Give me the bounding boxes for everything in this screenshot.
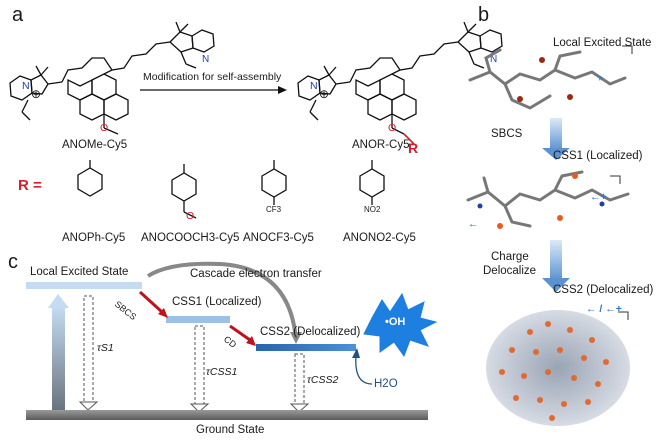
c-oh-label: •OH xyxy=(385,316,406,328)
panel-label-b: b xyxy=(478,4,490,26)
c-css1-label: CSS1 (Localized) xyxy=(172,296,262,308)
molecule-1-model xyxy=(468,48,627,110)
oh-burst xyxy=(363,292,438,358)
right-n-label: N xyxy=(310,80,318,92)
right-molecule-name: ANOR-Cy5 xyxy=(352,139,410,151)
b-css1-minus: ← xyxy=(468,218,479,230)
svg-text:N: N xyxy=(490,54,497,65)
css1-level xyxy=(166,316,230,323)
right-alkoxy-o: O xyxy=(388,122,397,134)
right-n-charge: ⊕ xyxy=(319,87,330,101)
ester-o-label: O xyxy=(186,210,195,222)
local-excited-level xyxy=(26,282,142,289)
b-state-css2: CSS2 (Delocalized) xyxy=(553,284,654,296)
substituent-name-ph: ANOPh-Cy5 xyxy=(62,232,126,244)
substituent-name-cf3: ANOCF3-Cy5 xyxy=(243,232,314,244)
no2-label: NO2 xyxy=(364,205,381,214)
c-tau-css1: τCSS1 xyxy=(206,366,238,378)
left-n-charge: ⊕ xyxy=(31,87,42,101)
reaction-label: Modification for self-assembly xyxy=(143,71,282,83)
b-state-local-excited: Local Excited State xyxy=(553,37,652,49)
left-n-label: N xyxy=(22,80,30,92)
cf3-label: CF3 xyxy=(266,205,282,214)
c-local-excited-label: Local Excited State xyxy=(30,266,129,278)
substituent-name-no2: ANONO2-Cy5 xyxy=(343,232,416,244)
b-state-css1: CSS1 (Localized) xyxy=(553,150,643,162)
b-star-mark: * xyxy=(598,73,604,88)
b-css1-mark: ←+ xyxy=(590,191,607,203)
c-cascade-label: Cascade electron transfer xyxy=(190,268,322,280)
substituent-name-cooch3: ANOCOOCH3-Cy5 xyxy=(141,232,240,244)
c-css2-label: CSS2 (Delocalized) xyxy=(260,326,361,338)
left-methoxy-o: O xyxy=(100,122,109,134)
r-group-label: R xyxy=(408,140,419,156)
panel-label-a: a xyxy=(12,4,24,26)
css2-level xyxy=(256,344,356,351)
b-step-delocalize: Delocalize xyxy=(483,265,537,277)
r-equals-label: R = xyxy=(18,177,42,194)
panel-label-c: c xyxy=(8,251,18,273)
b-step-charge: Charge xyxy=(491,251,529,263)
c-tau-css2: τCSS2 xyxy=(307,374,339,386)
b-step-sbcs: SBCS xyxy=(491,128,523,140)
c-h2o-label: H2O xyxy=(374,378,398,390)
c-tau-s1: τS1 xyxy=(97,342,114,354)
left-molecule-name: ANOMe-Cy5 xyxy=(62,139,128,151)
aggregate-cloud xyxy=(486,310,630,426)
svg-text:N: N xyxy=(202,54,209,65)
b-css2-mark: ← / ←+ xyxy=(586,303,622,315)
ground-state-bar xyxy=(26,410,428,420)
c-ground-state-label: Ground State xyxy=(196,424,265,436)
